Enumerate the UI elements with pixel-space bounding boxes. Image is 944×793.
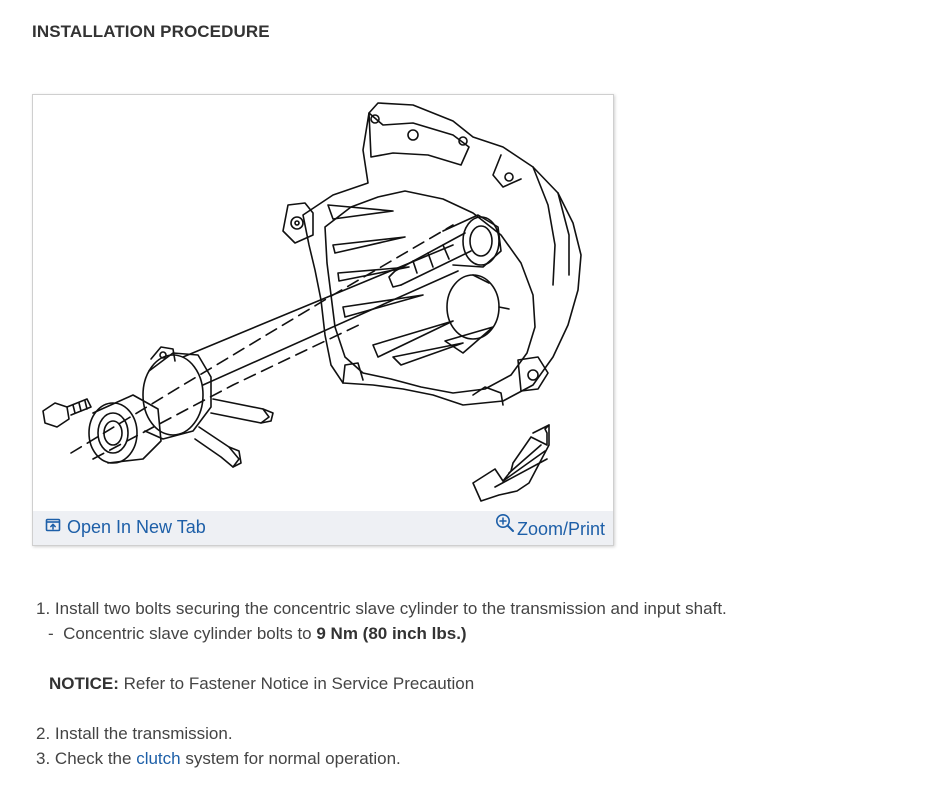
open-in-new-tab-label: Open In New Tab <box>67 517 206 537</box>
procedure-steps: 1. Install two bolts securing the concen… <box>36 596 916 771</box>
step-number: 1. <box>36 599 51 618</box>
notice-text: Refer to Fastener Notice in Service Prec… <box>123 674 475 693</box>
figure-toolbar: Open In New Tab Zoom/Print <box>33 511 613 545</box>
torque-value: 9 Nm (80 inch lbs.) <box>316 624 467 643</box>
step-text: Install the transmission. <box>54 724 233 743</box>
transmission-diagram-drawing <box>42 102 582 502</box>
step-2: 2. Install the transmission. <box>36 721 916 746</box>
step-1: 1. Install two bolts securing the concen… <box>36 596 916 621</box>
zoom-print-label: Zoom/Print <box>516 519 605 539</box>
step-text: Install two bolts securing the concentri… <box>54 599 727 618</box>
step-number: 3. <box>36 749 51 768</box>
clutch-link[interactable]: clutch <box>136 749 181 768</box>
spec-prefix: - <box>48 624 54 643</box>
step-text-after: system for normal operation. <box>185 749 401 768</box>
figure-card: Open In New Tab Zoom/Print <box>32 94 614 546</box>
notice-label: NOTICE: <box>49 674 119 693</box>
notice: NOTICE: Refer to Fastener Notice in Serv… <box>36 671 916 696</box>
step-3: 3. Check the clutch system for normal op… <box>36 746 916 771</box>
section-title: INSTALLATION PROCEDURE <box>32 22 270 41</box>
open-in-new-tab-icon <box>45 517 61 538</box>
open-in-new-tab-link[interactable]: Open In New Tab <box>45 517 206 538</box>
transmission-diagram[interactable] <box>33 95 613 511</box>
step-1-spec: - Concentric slave cylinder bolts to 9 N… <box>36 621 916 646</box>
step-text-before: Check the <box>54 749 132 768</box>
zoom-in-icon <box>495 513 515 538</box>
spec-text: Concentric slave cylinder bolts to <box>63 624 312 643</box>
step-number: 2. <box>36 724 51 743</box>
zoom-print-link[interactable]: Zoom/Print <box>495 514 605 542</box>
